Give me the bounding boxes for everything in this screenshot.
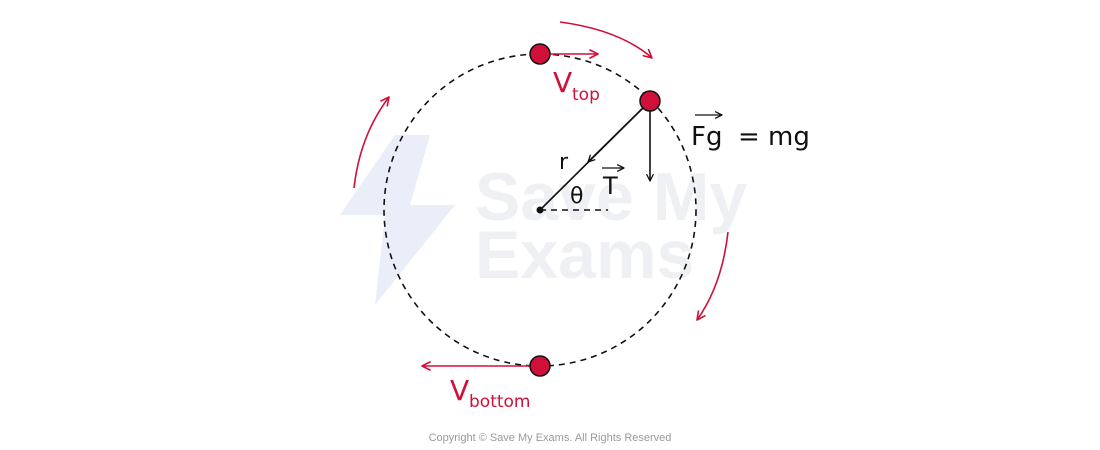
force-lhs-text: Fg [691, 122, 722, 152]
rotation-arrow-right [696, 231, 729, 321]
label-theta: θ [570, 184, 583, 209]
rotation-arrow-left [353, 96, 390, 189]
mass-bottom [529, 355, 551, 377]
v-top-main: V [553, 66, 572, 99]
watermark-line2: Exams [475, 217, 694, 293]
mass-angled [639, 90, 661, 112]
v-top-subscript: top [572, 85, 600, 105]
label-gravity-force: Fg = mg [691, 111, 810, 152]
tension-arrow [587, 100, 651, 163]
watermark-line1: Save My [475, 159, 747, 235]
watermark-bolt-icon [340, 135, 455, 305]
mass-top [529, 43, 551, 65]
v-bottom-subscript: bottom [469, 392, 530, 412]
label-r: r [559, 150, 569, 175]
label-v-top: V top [553, 66, 600, 105]
tension-text: T [602, 172, 618, 200]
watermark: Save My Exams [340, 135, 747, 305]
v-bottom-main: V [450, 374, 469, 407]
center-point [536, 206, 544, 214]
force-rhs-text: = mg [738, 122, 810, 152]
label-tension: T [602, 164, 625, 200]
label-v-bottom: V bottom [450, 374, 530, 412]
rotation-arrow-top-right [559, 21, 653, 59]
copyright-text: Copyright © Save My Exams. All Rights Re… [429, 432, 672, 444]
